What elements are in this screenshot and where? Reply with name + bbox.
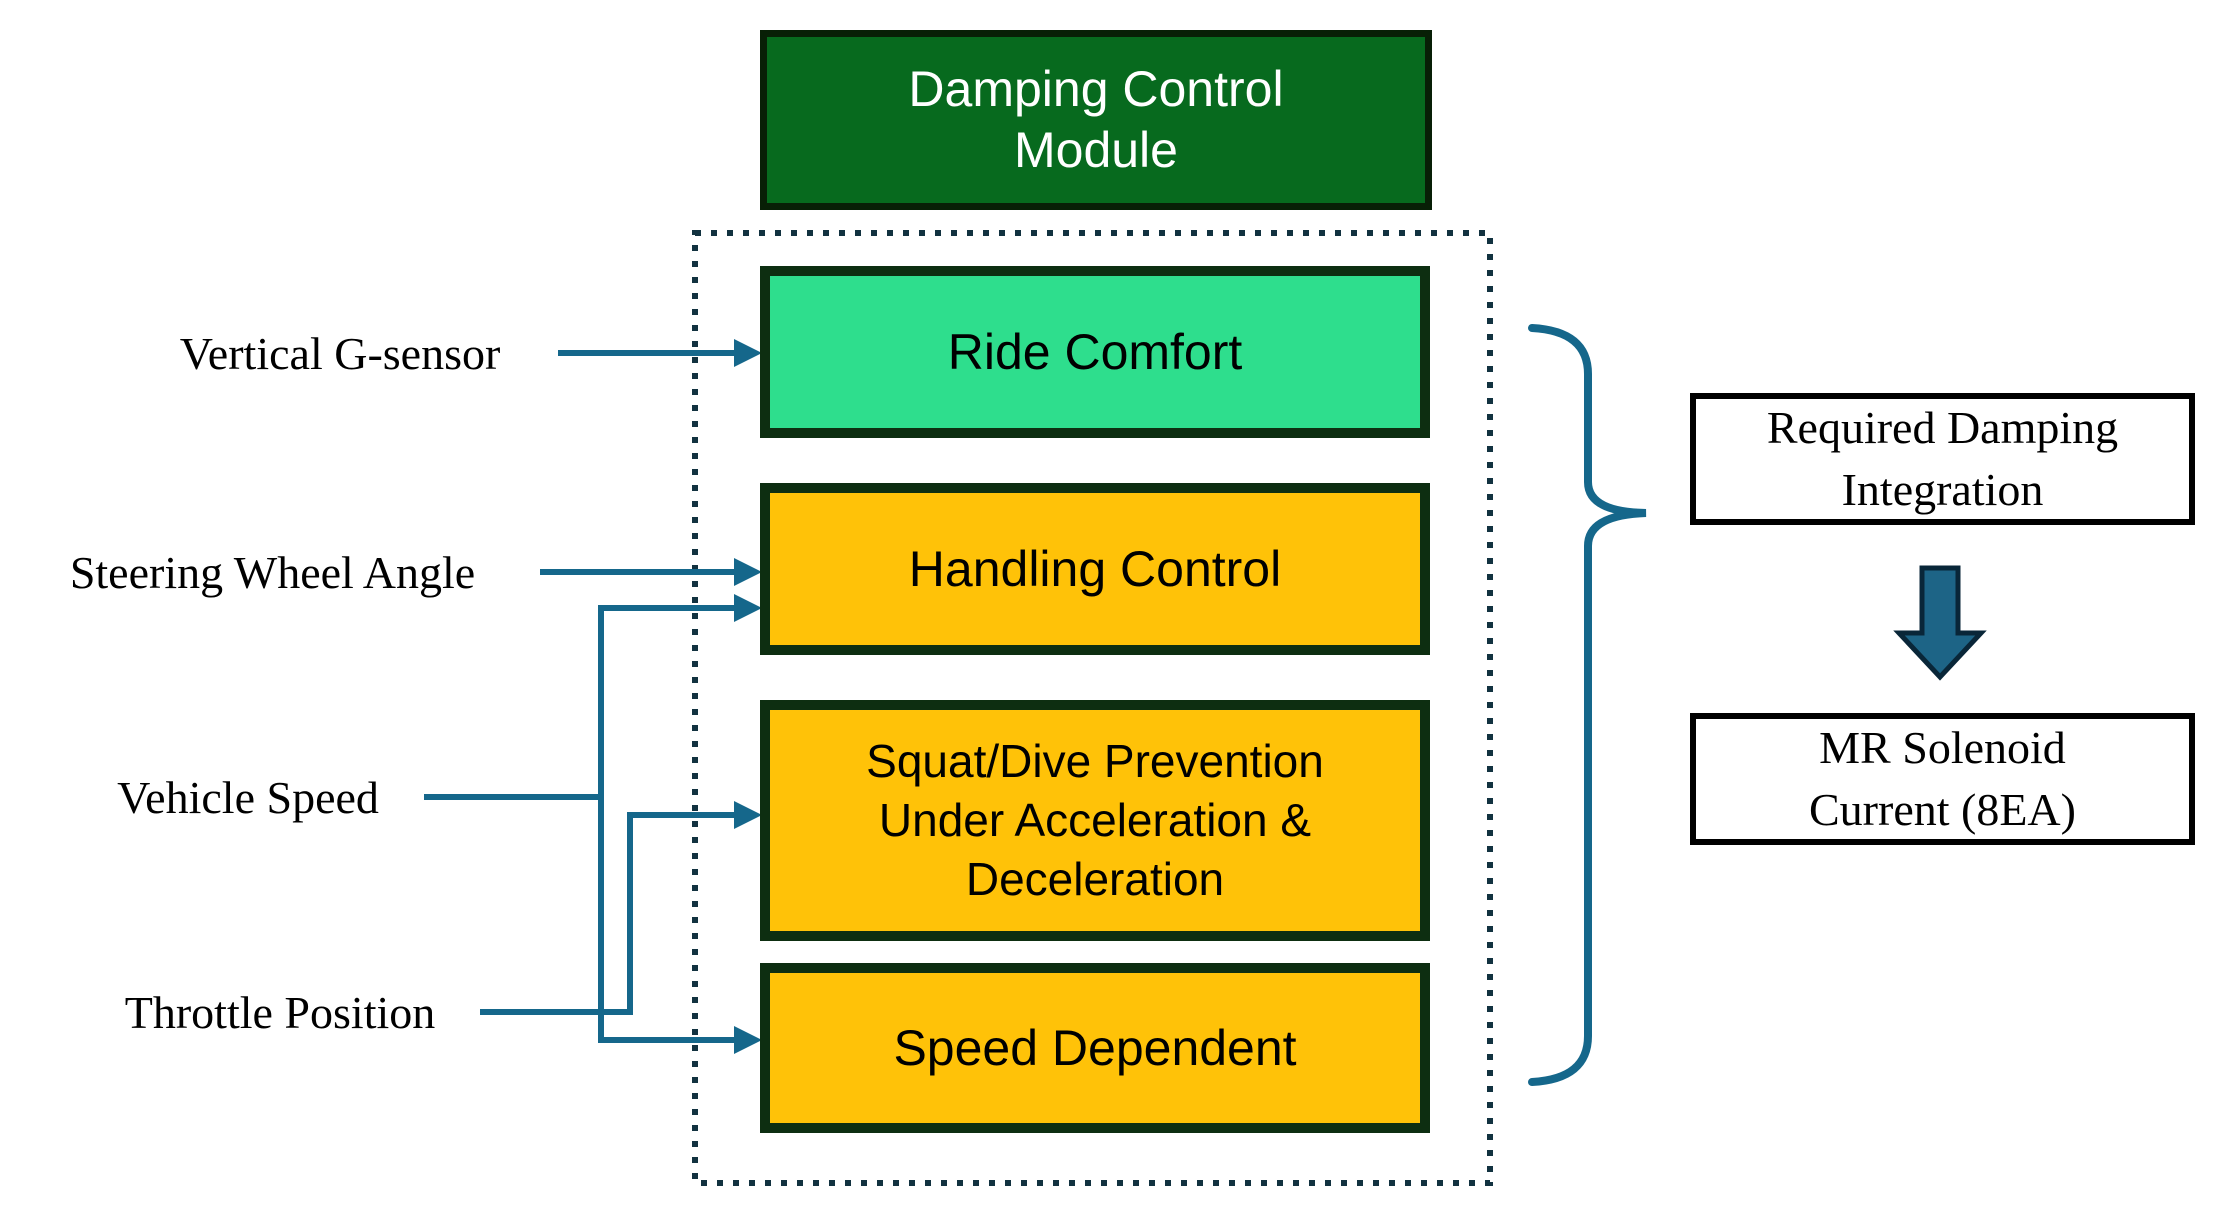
arrowhead-handling-lower [734, 594, 762, 622]
mr-solenoid-current-box: MR Solenoid Current (8EA) [1690, 713, 2195, 845]
arrow-throttle-to-squat-dive [480, 812, 736, 1015]
integration-brace [1528, 324, 1647, 1086]
steering-wheel-angle-label: Steering Wheel Angle [69, 546, 476, 598]
squat-dive-prevention-box: Squat/Dive Prevention Under Acceleration… [760, 700, 1430, 941]
ride-comfort-box: Ride Comfort [760, 266, 1430, 438]
arrowhead-ride-comfort [734, 339, 762, 367]
handling-control-box: Handling Control [760, 483, 1430, 655]
vertical-g-sensor-label: Vertical G-sensor [179, 327, 501, 379]
arrowhead-handling-upper [734, 558, 762, 586]
damping-control-module-box: Damping Control Module [760, 30, 1432, 210]
arrowhead-speed-dependent [734, 1026, 762, 1054]
module-container-dotted-border [692, 230, 1493, 1186]
arrowhead-squat-dive [734, 801, 762, 829]
speed-dependent-box: Speed Dependent [760, 963, 1430, 1133]
required-damping-integration-box: Required Damping Integration [1690, 393, 2195, 525]
vehicle-speed-label: Vehicle Speed [117, 771, 379, 823]
throttle-position-label: Throttle Position [124, 986, 436, 1038]
block-down-arrow-icon [1893, 565, 1987, 681]
arrow-vehicle-speed-branches [424, 605, 736, 1043]
